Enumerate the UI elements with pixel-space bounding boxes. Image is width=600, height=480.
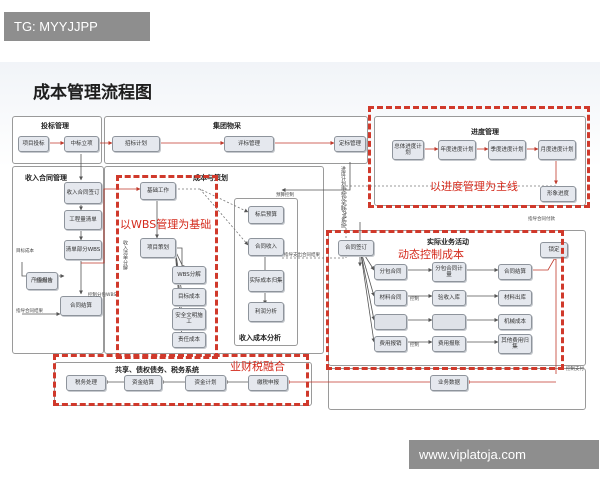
blank-box [374, 314, 407, 330]
fund-plan-box: 资金计划 [185, 375, 226, 391]
bid-win-box: 中标立项 [64, 136, 99, 152]
note-target-cost: 目标成本 [16, 249, 34, 254]
note-income-vert: 收入清单分解 [122, 240, 128, 270]
label-tax-fusion: 业财税融合 [230, 360, 285, 373]
note-payment: 控制支付 [566, 367, 584, 372]
panel-title: 投标管理 [41, 122, 69, 130]
panel-title: 收入成本分析 [239, 334, 281, 342]
panel-title: 收入合同管理 [25, 174, 67, 182]
contract-settle-box: 合同结算 [60, 296, 102, 316]
safety-box: 安全文明施工 [172, 308, 206, 330]
note-progress-vert: 进度计划审核及关联PM系统 [340, 166, 346, 229]
contract-sign-box: 合同签订 [338, 240, 374, 256]
price-report-box: 产值报告 [26, 272, 58, 290]
engineering-box: 工程量清单 [64, 210, 102, 230]
bid-plan-box: 招标计划 [112, 136, 160, 152]
watermark-tag-bottom: www.viplatoja.com [409, 440, 599, 469]
income-sign-box: 收入合同签订 [64, 182, 102, 204]
connector-layer [21, 141, 558, 384]
actual-cost-box: 实际成本归集 [248, 270, 284, 292]
panel-title: 进度管理 [471, 128, 499, 136]
bid-project-box: 项目投标 [18, 136, 49, 152]
blank-box [432, 314, 466, 330]
highlight-progress [368, 106, 590, 208]
label-progress-mainline: 以进度管理为主线 [430, 180, 518, 193]
note-control-2: 控制 [410, 343, 419, 348]
quarter-schedule-box: 季度进度计划 [488, 140, 526, 160]
sub-contract-box: 分包合同 [374, 264, 407, 280]
annual-schedule-box: 年度进度计划 [438, 140, 476, 160]
highlight-tax [53, 354, 309, 406]
wbs-split-box: WBS分解 [172, 266, 206, 284]
material-out-box: 材料出库 [498, 290, 532, 306]
note-control-pay: 控制付款 [34, 279, 52, 284]
tax-pay-box: 缴税申报 [248, 375, 288, 391]
note-contract-pay: 指导合同付款 [528, 217, 555, 222]
expense-accept-box: 费用报账 [432, 336, 466, 352]
resp-cost-box: 责任成本 [172, 332, 206, 348]
note-dispatch: 指导支出合同结果 [284, 253, 320, 258]
highlight-wbs [116, 175, 218, 359]
sub-check-box: 分包合同计量 [432, 262, 466, 282]
service-data-box: 业务数据 [430, 375, 468, 391]
note-contract-result: 指导合同结果 [16, 309, 43, 314]
profit-box: 利润分析 [248, 302, 284, 322]
contract-check-box: 合同结算 [498, 264, 532, 280]
note-engineering: 控制分包WBS [88, 293, 117, 298]
finance-process-box: 税务处理 [66, 375, 106, 391]
label-dynamic-cost: 动态控制成本 [398, 248, 464, 261]
list-wbs-box: 清单部分WBS [64, 240, 102, 260]
total-schedule-box: 总体进度计划 [392, 140, 424, 160]
month-schedule-box: 月度进度计划 [538, 140, 576, 160]
panel-title: 成本与策划 [193, 174, 228, 182]
expense-report-box: 费用报销 [374, 336, 407, 352]
check-in-box: 验收入库 [432, 290, 466, 306]
panel-title: 集团物采 [213, 122, 241, 130]
target-cost-box: 目标成本 [172, 288, 206, 306]
material-contract-box: 材料合同 [374, 290, 407, 306]
other-cost-box: 其他费用归集 [498, 334, 532, 354]
base-work-box: 基础工作 [140, 182, 176, 200]
watermark-tag-top: TG: MYYJJPP [4, 12, 150, 41]
review-box: 评标管理 [224, 136, 274, 152]
target-budget-box: 标后预算 [248, 206, 284, 224]
label-wbs-base: 以WBS管理为基础 [120, 218, 212, 231]
highlight-dynamic [326, 230, 564, 370]
machine-cost-box: 机械成本 [498, 314, 532, 330]
slide: 成本管理流程图 投标管理 集团物采 进度管理 收入合同管理 成本与策划 收入成本… [0, 62, 600, 414]
fund-settle-box: 资金结算 [124, 375, 162, 391]
note-control: 控制 [410, 297, 419, 302]
panel-title: 实际业务活动 [427, 238, 469, 246]
panel-title: 共享、债权债务、税务系统 [115, 366, 199, 374]
page-title: 成本管理流程图 [33, 83, 152, 103]
contract-mgmt-box: 定标管理 [334, 136, 366, 152]
project-plan-box: 项目策划 [140, 238, 176, 258]
contract-income-box: 合同收入 [248, 238, 284, 256]
note-budget: 预算控制 [276, 193, 294, 198]
progress-stat-box: 形象进度 [540, 186, 576, 202]
